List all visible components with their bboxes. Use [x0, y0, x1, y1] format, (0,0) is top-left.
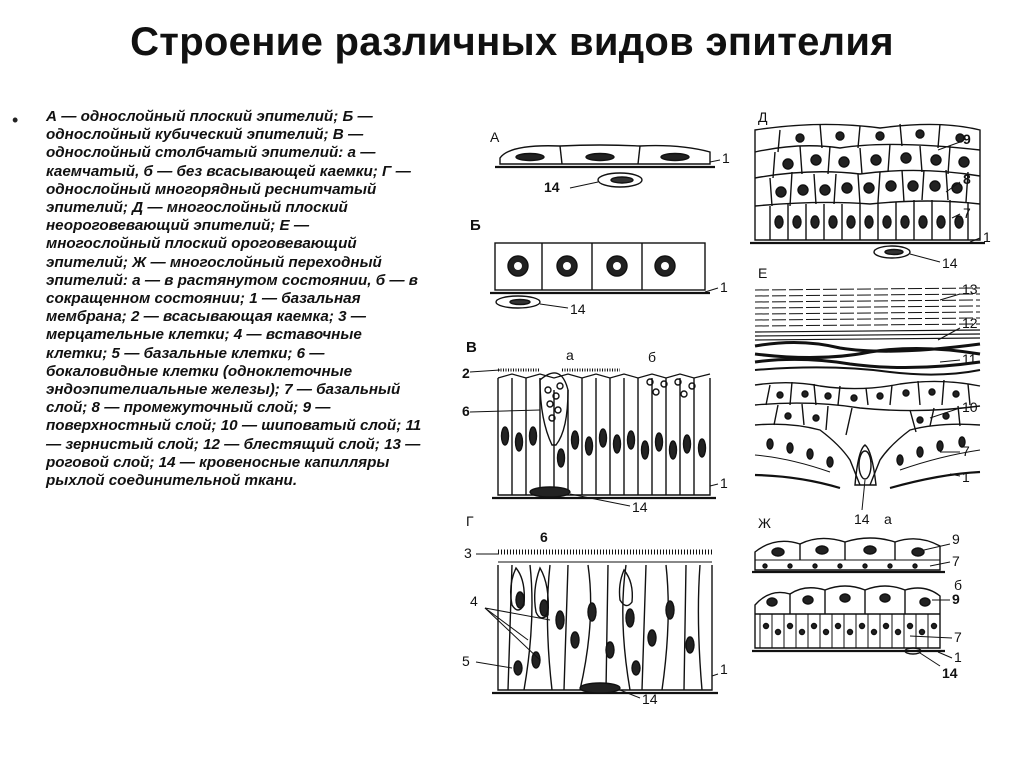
label-d-9: 9: [963, 131, 971, 147]
panel-g: [475, 549, 719, 699]
label-e-13: 13: [962, 281, 978, 297]
panel-zh: [752, 537, 953, 667]
label-e-11: 11: [962, 351, 977, 367]
label-zh-9b: 9: [952, 591, 960, 607]
label-e-10: 10: [962, 399, 978, 415]
label-e-14: 14: [854, 511, 870, 527]
label-g-4: 4: [470, 593, 478, 609]
label-panel-g: Г: [466, 513, 474, 529]
label-zh-a: а: [884, 511, 892, 527]
label-zh-9a: 9: [952, 531, 960, 547]
label-b-1: 1: [720, 279, 728, 295]
label-b-14: 14: [570, 301, 586, 317]
label-d-1: 1: [983, 229, 991, 245]
label-zh-1: 1: [954, 649, 962, 665]
panel-a: [495, 144, 721, 189]
label-zh-14: 14: [942, 665, 958, 681]
label-d-14: 14: [942, 255, 958, 271]
panel-d: [750, 123, 985, 263]
label-v-6: 6: [462, 403, 470, 419]
label-zh-b: б: [954, 577, 962, 593]
label-panel-e: Е: [758, 265, 767, 281]
label-g-6: 6: [540, 529, 548, 545]
epithelium-figure: А 1 14 Б 1 14 В а б 2 6 1 14 Г 6 3 4 5 1…: [462, 109, 991, 707]
label-v-a: а: [566, 347, 574, 363]
label-d-7: 7: [963, 205, 971, 221]
label-a-1: 1: [722, 150, 730, 166]
label-e-7: 7: [962, 443, 970, 459]
label-d-8: 8: [963, 171, 971, 187]
panel-v: [469, 368, 719, 507]
label-zh-7a: 7: [952, 553, 960, 569]
label-panel-zh: Ж: [758, 515, 771, 531]
label-panel-b: Б: [470, 217, 481, 234]
figure-caption: А — однослойный плоский эпителий; Б — од…: [46, 108, 422, 490]
slide-title: Строение различных видов эпителия: [130, 20, 894, 64]
label-v-14: 14: [632, 499, 648, 515]
panel-e: [754, 287, 981, 511]
label-panel-d: Д: [758, 109, 768, 125]
panel-b: [490, 242, 719, 309]
label-panel-a: А: [490, 129, 500, 145]
label-g-14: 14: [642, 691, 658, 707]
label-v-1: 1: [720, 475, 728, 491]
label-panel-v: В: [466, 339, 477, 356]
label-g-3: 3: [464, 545, 472, 561]
label-a-14: 14: [544, 179, 560, 195]
label-e-12: 12: [962, 315, 978, 331]
label-e-1: 1: [962, 469, 970, 485]
label-v-b: б: [648, 349, 656, 365]
label-g-1: 1: [720, 661, 728, 677]
label-g-5: 5: [462, 653, 470, 669]
bullet-marker: •: [12, 110, 19, 130]
label-v-2: 2: [462, 365, 470, 381]
label-zh-7b: 7: [954, 629, 962, 645]
